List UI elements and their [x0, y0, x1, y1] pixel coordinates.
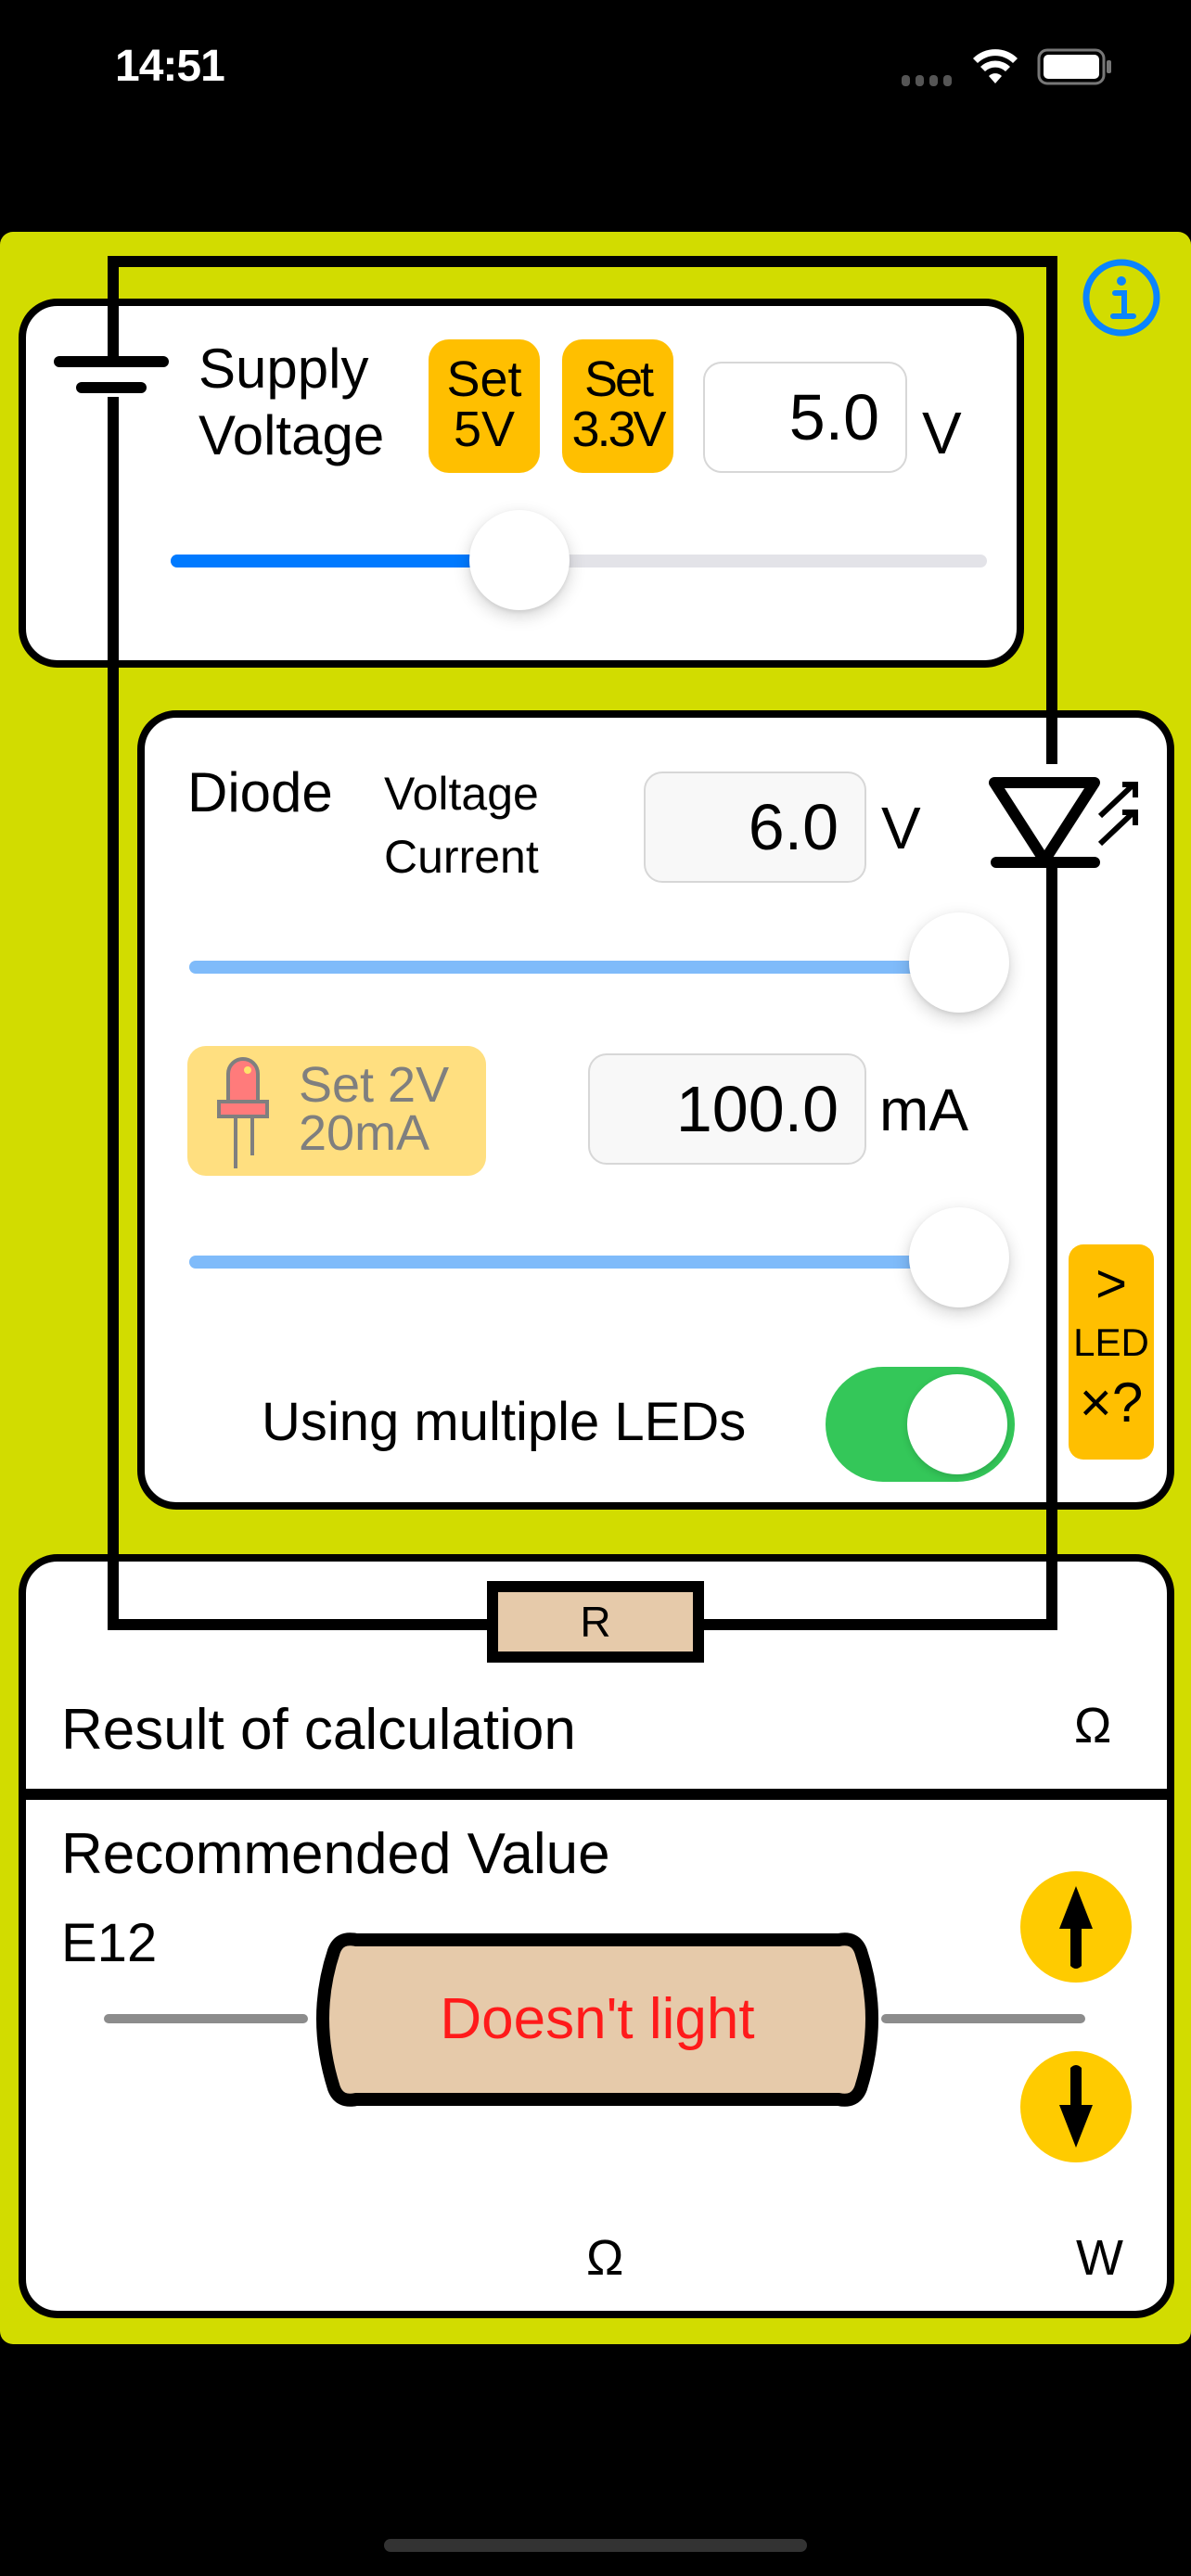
resistor-lead-right [881, 2014, 1085, 2023]
slider-fill [189, 1256, 959, 1269]
set-3-3v-line1: Set [583, 351, 654, 407]
result-divider [24, 1789, 1169, 1800]
diode-current-slider[interactable] [189, 1207, 1009, 1309]
circuit-wire-left-lower [108, 397, 119, 1630]
info-button[interactable] [1082, 258, 1161, 338]
battery-symbol-icon [52, 352, 173, 399]
led-symbol-icon [987, 770, 1145, 872]
slider-thumb[interactable] [469, 510, 570, 610]
slider-fill [189, 961, 959, 974]
set-5v-line2: 5V [453, 402, 516, 457]
led-bulb-icon [217, 1057, 269, 1168]
led-count-times-question: ×? [1079, 1371, 1144, 1434]
increase-button[interactable] [1020, 1871, 1132, 1983]
circuit-wire-top [108, 256, 1057, 267]
arrow-down-icon [1059, 2065, 1093, 2148]
supply-title-line1: Supply [198, 338, 369, 400]
set-2v-20ma-button[interactable]: Set 2V 20mA [187, 1046, 486, 1176]
diode-voltage-slider[interactable] [189, 912, 1009, 1014]
resistor-symbol: R [487, 1581, 704, 1663]
info-icon [1082, 259, 1160, 337]
diode-title: Diode [187, 761, 333, 823]
diode-labels: Voltage Current [384, 762, 539, 888]
diode-current-unit: mA [879, 1077, 968, 1143]
set-5v-line1: Set [446, 351, 522, 407]
supply-title-line2: Voltage [198, 404, 385, 466]
led-preset-text: Set 2V 20mA [299, 1057, 450, 1161]
result-label: Result of calculation [61, 1698, 576, 1762]
set-3-3v-button[interactable]: Set 3.3V [562, 339, 673, 473]
label-voltage: Voltage [384, 768, 539, 820]
battery-icon [1037, 48, 1115, 85]
set-5v-button[interactable]: Set 5V [429, 339, 540, 473]
slider-thumb[interactable] [909, 1207, 1009, 1307]
resistor-body-icon [316, 1932, 878, 2107]
recommended-value-text: Doesn't light [440, 1987, 755, 2051]
recommended-ohm-unit: Ω [586, 2230, 624, 2286]
series-label: E12 [61, 1913, 158, 1973]
circuit-wire-left-upper [108, 256, 119, 358]
set-3-3v-line2: 3.3V [571, 402, 666, 457]
label-current: Current [384, 831, 539, 883]
wifi-icon [972, 48, 1018, 85]
multi-led-label: Using multiple LEDs [262, 1392, 747, 1452]
toggle-knob [907, 1374, 1007, 1474]
circuit-wire-right-lower [1046, 861, 1057, 1630]
status-time: 14:51 [115, 42, 225, 91]
decrease-button[interactable] [1020, 2051, 1132, 2162]
supply-voltage-unit: V [922, 400, 962, 466]
supply-voltage-input[interactable]: 5.0 [703, 362, 907, 473]
recommended-watt-unit: W [1076, 2230, 1123, 2286]
home-indicator[interactable] [384, 2539, 807, 2552]
led-count-label: LED [1073, 1320, 1149, 1364]
result-unit: Ω [1074, 1698, 1112, 1753]
resistor-lead-left [104, 2014, 308, 2023]
diode-current-input[interactable]: 100.0 [588, 1053, 866, 1165]
led-count-button[interactable]: > LED ×? [1069, 1244, 1154, 1460]
slider-fill [171, 555, 505, 567]
recommended-label: Recommended Value [61, 1822, 610, 1886]
supply-title: Supply Voltage [198, 336, 384, 469]
led-count-greater-than: > [1095, 1254, 1127, 1314]
multi-led-toggle[interactable] [826, 1367, 1015, 1482]
led-preset-line2: 20mA [299, 1105, 430, 1161]
signal-icon [902, 74, 957, 86]
arrow-up-icon [1059, 1886, 1093, 1969]
supply-voltage-slider[interactable] [171, 510, 987, 612]
recommended-resistor-body: Doesn't light [308, 1929, 887, 2111]
diode-voltage-input[interactable]: 6.0 [644, 772, 866, 883]
circuit-wire-right-upper [1046, 256, 1057, 764]
diode-voltage-unit: V [881, 795, 921, 861]
led-preset-line1: Set 2V [299, 1057, 450, 1113]
slider-thumb[interactable] [909, 912, 1009, 1013]
resistor-symbol-label: R [580, 1598, 611, 1646]
